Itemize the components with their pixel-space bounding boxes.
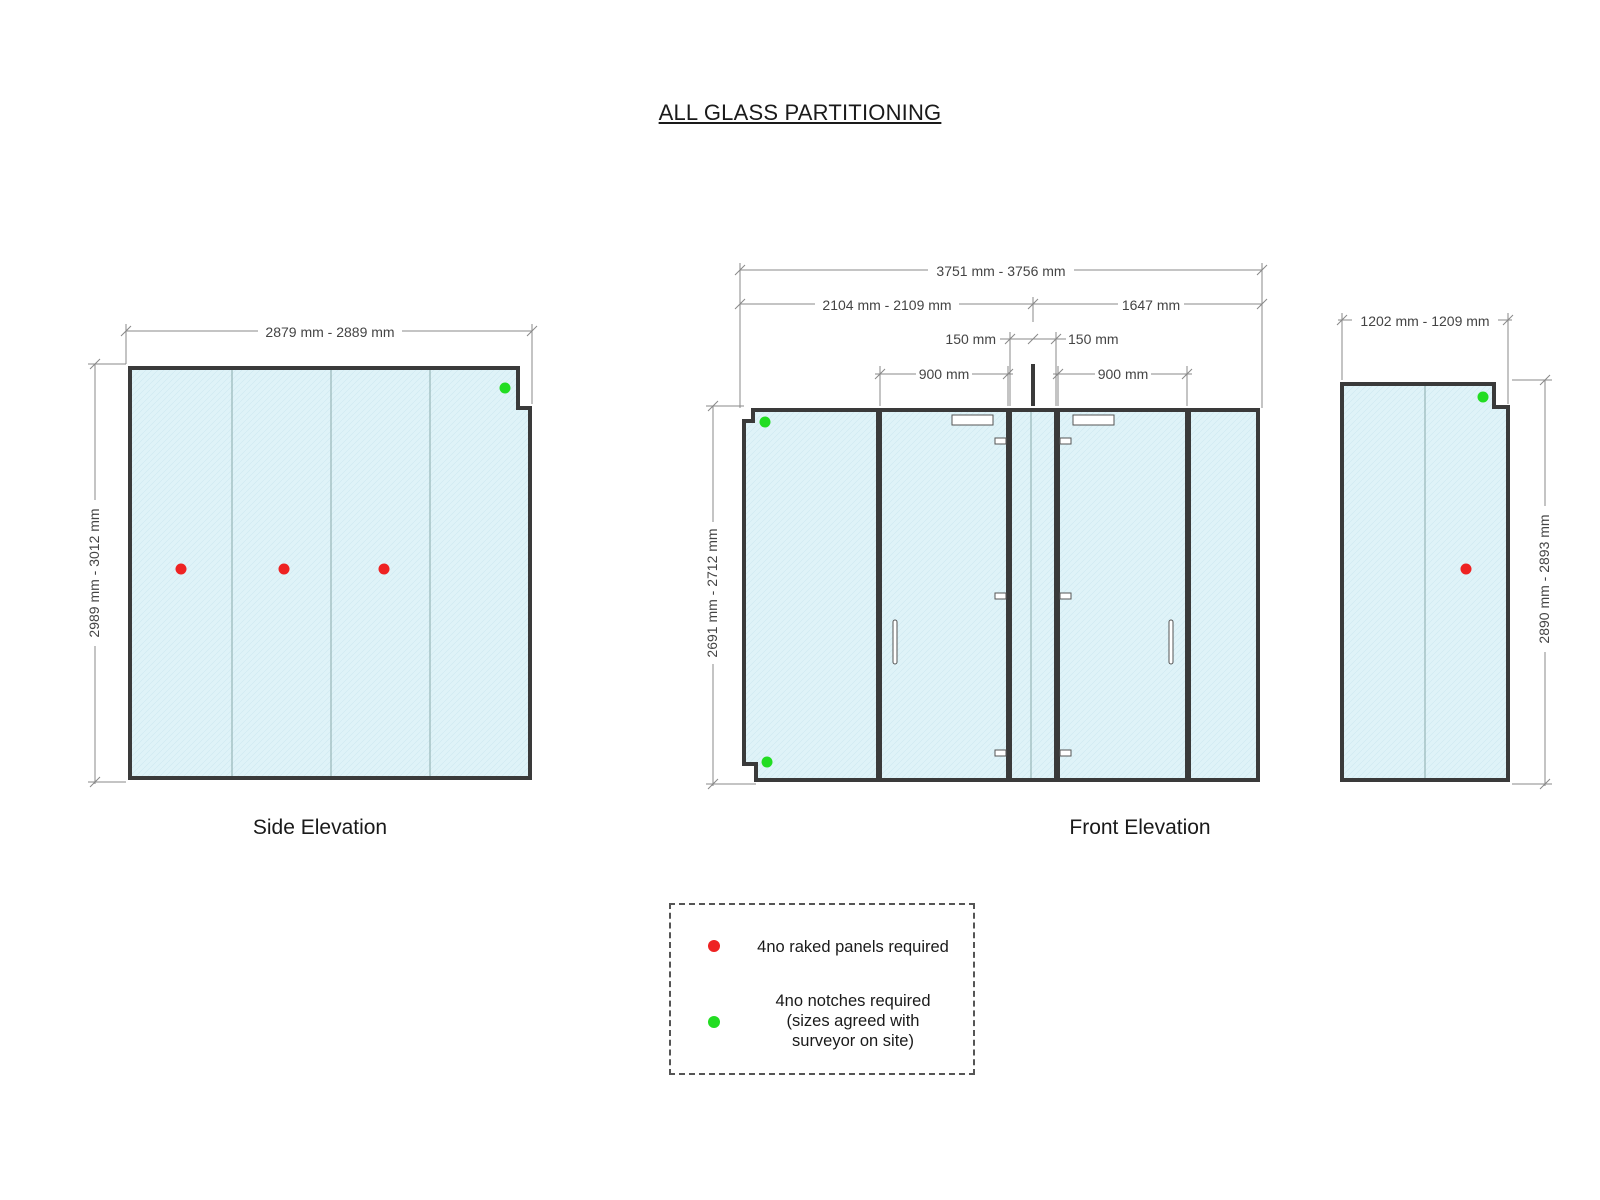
side-height-label: 2989 mm - 3012 mm [86, 508, 102, 637]
drawing-title: ALL GLASS PARTITIONING [658, 100, 942, 125]
side-width-label: 2879 mm - 2889 mm [265, 324, 394, 340]
green-dot-icon [708, 1016, 720, 1028]
front-post-right-label: 150 mm [1068, 331, 1119, 347]
legend-notch-line-1: 4no notches required [775, 992, 931, 1010]
door-handle [1168, 619, 1174, 665]
legend-notch-row: 4no notches required (sizes agreed with … [671, 991, 973, 1053]
front-elevation: 3751 mm - 3756 mm 2104 mm - 2109 mm 1647… [704, 262, 1268, 790]
door-handle [892, 619, 898, 665]
side-elevation: 2879 mm - 2889 mm 2989 mm - 3012 mm [86, 323, 538, 788]
red-dot-icon [708, 940, 720, 952]
raked-panel-marker [278, 563, 290, 575]
side-elevation-caption: Side Elevation [252, 816, 388, 839]
end-elevation: 1202 mm - 1209 mm 2890 mm - 2893 mm [1336, 312, 1553, 790]
front-elevation-caption: Front Elevation [1069, 816, 1211, 839]
end-height-label: 2890 mm - 2893 mm [1536, 514, 1552, 643]
front-right-panel [1187, 408, 1260, 782]
front-left-panel [742, 408, 880, 782]
front-right-width-label: 1647 mm [1122, 297, 1180, 313]
legend-notch-line-3: surveyor on site) [792, 1032, 914, 1050]
end-width-label: 1202 mm - 1209 mm [1360, 313, 1489, 329]
door-top-patch [1072, 414, 1115, 426]
front-right-door-label: 900 mm [1098, 366, 1149, 382]
raked-panel-marker [175, 563, 187, 575]
front-right-door [1056, 408, 1189, 782]
door-hinges [994, 437, 1072, 757]
legend-notch-label: 4no notches required (sizes agreed with … [753, 991, 953, 1051]
front-overall-label: 3751 mm - 3756 mm [936, 263, 1065, 279]
legend-box: 4no raked panels required 4no notches re… [669, 903, 975, 1075]
front-centre-panel [1008, 408, 1058, 782]
raked-panel-marker [1460, 563, 1472, 575]
raked-panel-marker [378, 563, 390, 575]
notch-marker [499, 382, 511, 394]
legend-raked-row: 4no raked panels required [671, 935, 973, 961]
front-split-dimension [734, 297, 1268, 322]
notch-marker [761, 756, 773, 768]
legend-notch-line-2: (sizes agreed with [786, 1012, 920, 1030]
front-left-width-label: 2104 mm - 2109 mm [822, 297, 951, 313]
notch-marker [1477, 391, 1489, 403]
door-top-patch [951, 414, 994, 426]
front-post-dimension [1000, 332, 1066, 406]
side-elevation-glass [128, 366, 532, 780]
front-height-label: 2691 mm - 2712 mm [704, 528, 720, 657]
front-left-door [878, 408, 1010, 782]
front-left-door-label: 900 mm [919, 366, 970, 382]
front-post-left-label: 150 mm [945, 331, 996, 347]
notch-marker [759, 416, 771, 428]
legend-raked-label: 4no raked panels required [757, 938, 949, 956]
